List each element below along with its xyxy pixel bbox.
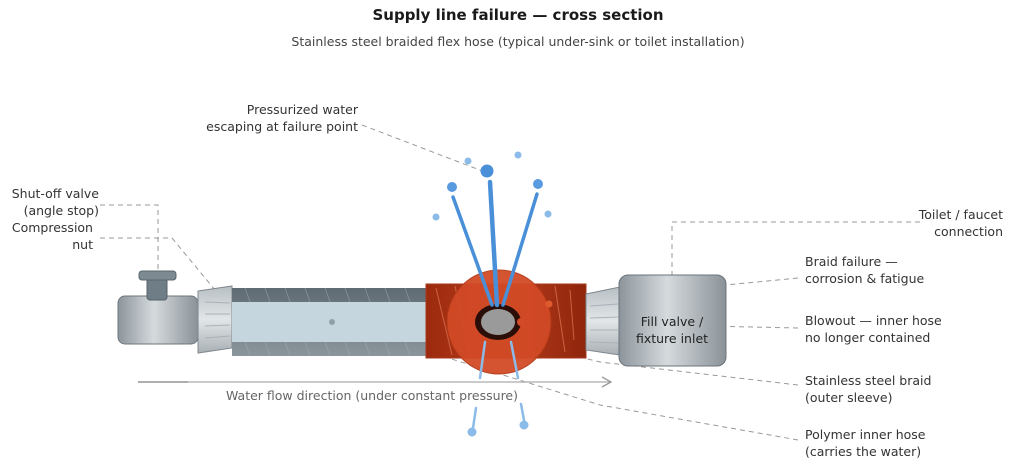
- fill-valve: Fill valve / fixture inlet: [618, 274, 727, 367]
- right-compression-nut: [585, 286, 621, 356]
- compression-nut: [197, 285, 233, 354]
- label-shutoff-valve-1: Shut-off valve: [12, 186, 100, 201]
- label-compression-nut-2: nut: [72, 237, 93, 252]
- water-drop: [432, 213, 440, 221]
- water-drop: [464, 157, 472, 165]
- label-escaping-water-1: Pressurized water: [247, 102, 359, 117]
- annotation-labels: Pressurized water escaping at failure po…: [12, 102, 1003, 459]
- leader-shutoff-valve: [100, 204, 159, 270]
- flow-direction-arrow: Water flow direction (under constant pre…: [138, 376, 613, 403]
- leader-compression-nut: [100, 237, 216, 291]
- leader-escaping-water: [361, 124, 486, 173]
- label-toilet-connection-1: Toilet / faucet: [918, 207, 1003, 222]
- water-drop: [467, 427, 477, 437]
- flow-direction-label: Water flow direction (under constant pre…: [226, 388, 518, 403]
- label-braid-failure-1: Braid failure —: [805, 254, 898, 269]
- label-compression-nut-1: Compression: [12, 220, 93, 235]
- leader-toilet-connection: [671, 221, 920, 276]
- water-drop: [519, 420, 529, 430]
- label-braid-1: Stainless steel braid: [805, 373, 931, 388]
- water-drop: [447, 182, 457, 192]
- label-toilet-connection-2: connection: [934, 224, 1003, 239]
- water-drop: [480, 164, 494, 178]
- label-escaping-water-2: escaping at failure point: [206, 119, 358, 134]
- label-blowout-2: no longer contained: [805, 330, 930, 345]
- label-braid-failure-2: corrosion & fatigue: [805, 271, 924, 286]
- label-braid-2: (outer sleeve): [805, 390, 892, 405]
- diagram-subtitle: Stainless steel braided flex hose (typic…: [291, 34, 744, 49]
- label-blowout-1: Blowout — inner hose: [805, 313, 942, 328]
- label-inner-hose-2: (carries the water): [805, 444, 921, 459]
- failure-zone: [425, 269, 587, 375]
- label-inner-hose-1: Polymer inner hose: [805, 427, 926, 442]
- braid-failure-marker: [545, 300, 553, 308]
- water-drop: [544, 210, 552, 218]
- braided-hose: [232, 287, 428, 357]
- water-jets: [432, 151, 552, 437]
- fill-valve-label-line1: Fill valve /: [641, 314, 704, 329]
- shutoff-valve: [117, 270, 199, 345]
- water-drop: [533, 179, 543, 189]
- water-drop: [514, 151, 522, 159]
- diagram-title: Supply line failure — cross section: [372, 6, 663, 24]
- fill-valve-label-line2: fixture inlet: [636, 331, 708, 346]
- inner-hose-marker: [329, 319, 335, 325]
- label-shutoff-valve-2: (angle stop): [24, 203, 99, 218]
